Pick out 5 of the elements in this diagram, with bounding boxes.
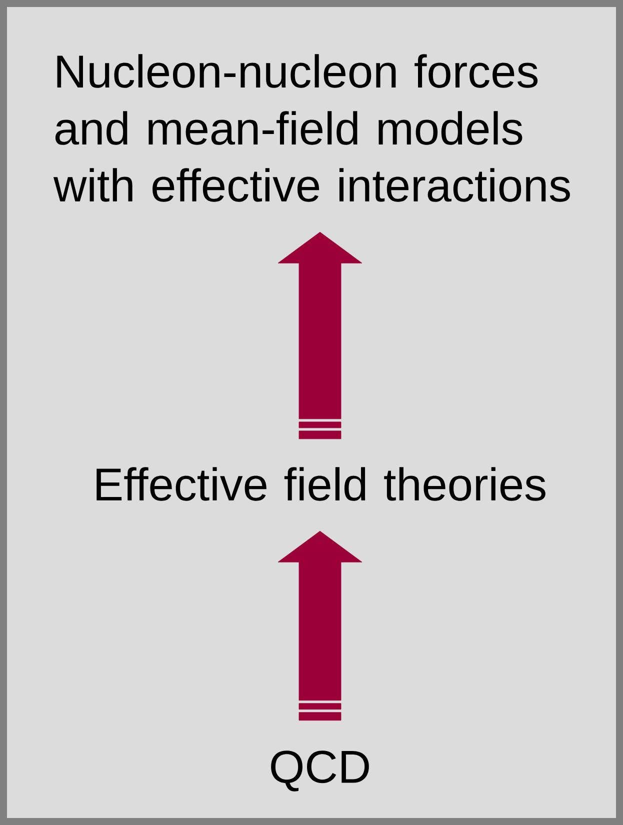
block-arrow [278, 232, 362, 440]
block-arrow [278, 530, 362, 721]
text-label: Effective field theories [96, 467, 546, 501]
text-label: Nucleon-nucleon forces and mean-field models with effective interactions [53, 54, 570, 202]
text-label: QCD [271, 750, 369, 792]
